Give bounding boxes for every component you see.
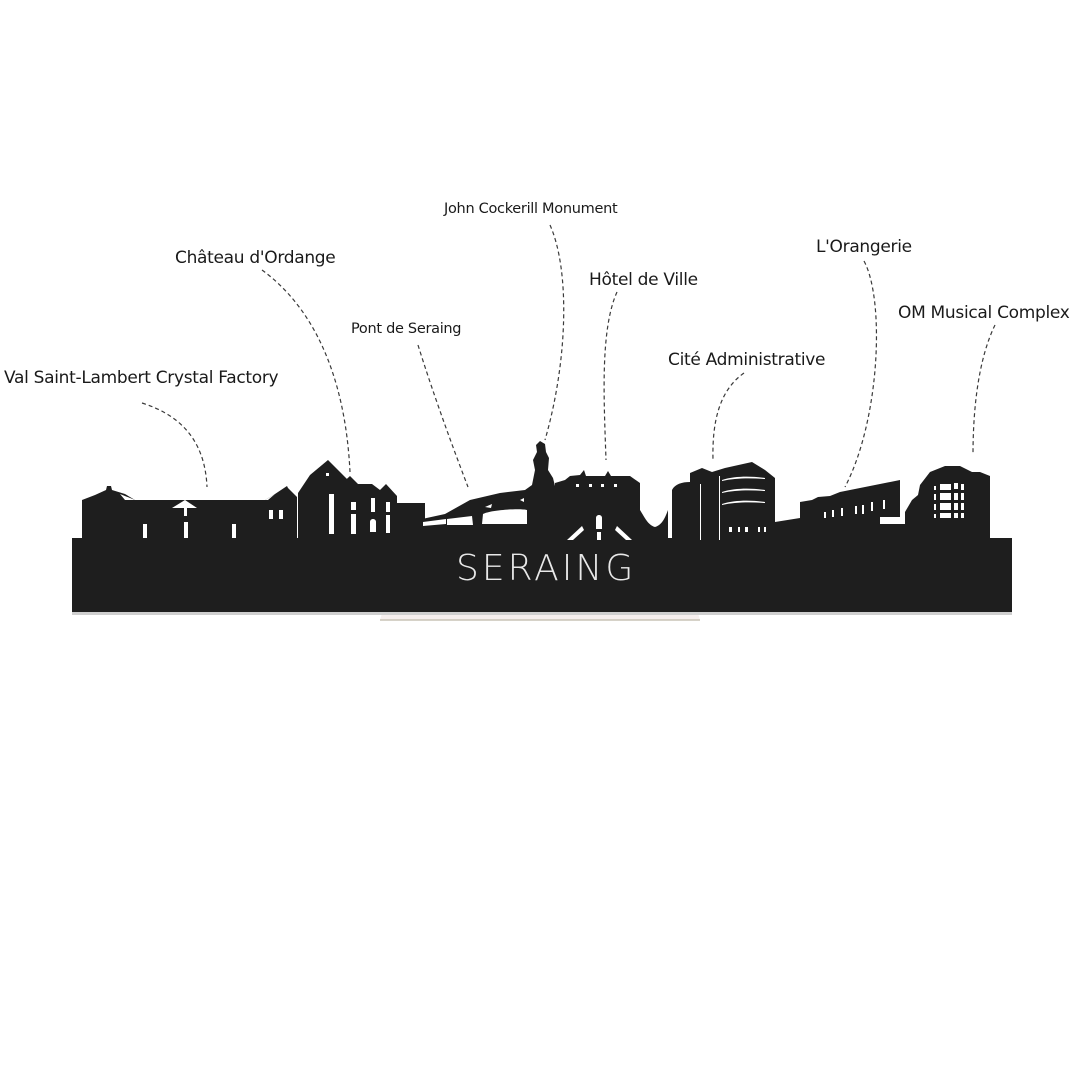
building-lorangerie bbox=[800, 480, 900, 540]
leader-hotel-de-ville bbox=[603, 291, 618, 461]
building-val-saint-lambert bbox=[82, 486, 297, 540]
building-cite-administrative bbox=[672, 462, 775, 540]
label-om-musical-complex: OM Musical Complex bbox=[898, 303, 1070, 323]
building-chateau-dordange bbox=[298, 460, 397, 540]
leader-pont-de-seraing bbox=[417, 344, 469, 488]
label-john-cockerill-monument: John Cockerill Monument bbox=[444, 201, 618, 217]
city-name-text: SERAING bbox=[456, 548, 637, 589]
leader-om-musical bbox=[972, 324, 996, 456]
label-pont-de-seraing: Pont de Seraing bbox=[351, 321, 462, 337]
label-cite-administrative: Cité Administrative bbox=[668, 350, 826, 370]
leader-cite-administrative bbox=[712, 372, 745, 461]
leader-lines bbox=[141, 224, 996, 488]
silhouette-shadow bbox=[72, 612, 1012, 615]
label-chateau-dordange: Château d'Ordange bbox=[175, 248, 336, 268]
silhouette-cutouts bbox=[120, 473, 964, 540]
leader-val-saint-lambert bbox=[141, 402, 208, 488]
leader-john-cockerill bbox=[544, 224, 565, 441]
label-lorangerie: L'Orangerie bbox=[816, 237, 912, 257]
label-val-saint-lambert: Val Saint-Lambert Crystal Factory bbox=[4, 368, 279, 388]
leader-chateau-dordange bbox=[261, 269, 351, 473]
building-hotel-de-ville bbox=[555, 470, 640, 540]
label-hotel-de-ville: Hôtel de Ville bbox=[589, 270, 698, 290]
leader-lorangerie bbox=[844, 260, 878, 488]
building-pont-de-seraing bbox=[422, 441, 555, 540]
arch-piece bbox=[640, 510, 668, 540]
